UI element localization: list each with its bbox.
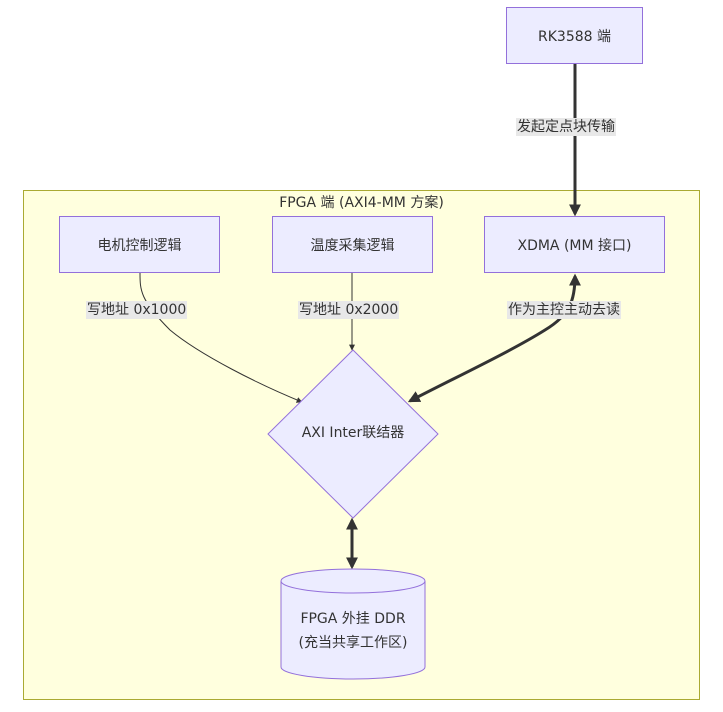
- node-rk3588-label: RK3588 端: [538, 28, 611, 45]
- node-temp-label: 温度采集逻辑: [310, 237, 395, 254]
- ddr-label-line1: FPGA 外挂 DDR: [300, 611, 406, 627]
- node-xdma: XDMA (MM 接口): [484, 216, 665, 273]
- node-motor-label: 电机控制逻辑: [97, 237, 182, 254]
- axi-interconnect-label: AXI Inter联结器: [301, 425, 405, 441]
- cluster-title: FPGA 端 (AXI4-MM 方案): [279, 195, 444, 211]
- node-xdma-label: XDMA (MM 接口): [517, 237, 632, 254]
- edge-label-motor-to-axi: 写地址 0x1000: [86, 301, 188, 319]
- edge-label-xdma-axi: 作为主控主动去读: [507, 301, 621, 319]
- edge-motor-to-axi: [139, 272, 303, 403]
- ddr-label-line2: (充当共享工作区): [298, 635, 408, 651]
- node-temp-acquisition: 温度采集逻辑: [272, 216, 433, 273]
- edge-label-rk-to-xdma: 发起定点块传输: [516, 118, 616, 136]
- edge-label-temp-to-axi: 写地址 0x2000: [298, 301, 400, 319]
- axi-interconnect-diamond: [267, 349, 439, 519]
- ddr-cylinder: [280, 568, 426, 680]
- node-motor-control: 电机控制逻辑: [59, 216, 220, 273]
- edge-xdma-axi: [407, 273, 581, 403]
- ddr-label: FPGA 外挂 DDR (充当共享工作区): [281, 607, 425, 655]
- node-rk3588: RK3588 端: [506, 7, 643, 64]
